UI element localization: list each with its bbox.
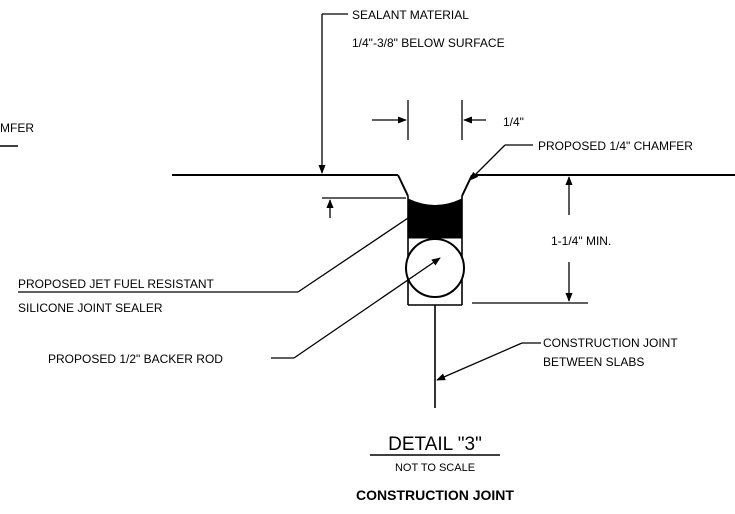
detail-scale: NOT TO SCALE — [395, 462, 475, 474]
sealant-label-line1: SEALANT MATERIAL — [352, 8, 469, 22]
construction-joint-label-line1: CONSTRUCTION JOINT — [543, 336, 678, 350]
chamfer-label-left-fragment: MFER — [0, 121, 34, 135]
width-dimension-label: 1/4" — [503, 115, 524, 129]
backer-rod-circle — [405, 238, 465, 298]
construction-joint-leader — [436, 342, 541, 381]
depth-dimension — [472, 174, 600, 304]
backer-rod-leader — [271, 257, 441, 359]
sealant-depth-dimension — [318, 13, 406, 218]
chamfer-label: PROPOSED 1/4" CHAMFER — [538, 139, 693, 153]
silicone-sealant-fill — [407, 198, 463, 239]
sealer-leader — [18, 209, 421, 293]
backer-rod-label: PROPOSED 1/2" BACKER ROD — [48, 352, 223, 366]
sealer-label-line1: PROPOSED JET FUEL RESISTANT — [18, 277, 214, 291]
construction-joint-label-line2: BETWEEN SLABS — [543, 355, 644, 369]
depth-dimension-label: 1-1/4" MIN. — [551, 234, 611, 248]
sealer-label-line2: SILICONE JOINT SEALER — [18, 301, 163, 315]
chamfer-leader — [469, 144, 533, 181]
detail-title: DETAIL "3" — [388, 434, 482, 455]
sealant-label-line2: 1/4"-3/8" BELOW SURFACE — [352, 36, 505, 50]
chamfer-edges — [397, 174, 473, 197]
detail-subject: CONSTRUCTION JOINT — [356, 487, 514, 503]
width-extension-lines — [407, 100, 463, 140]
